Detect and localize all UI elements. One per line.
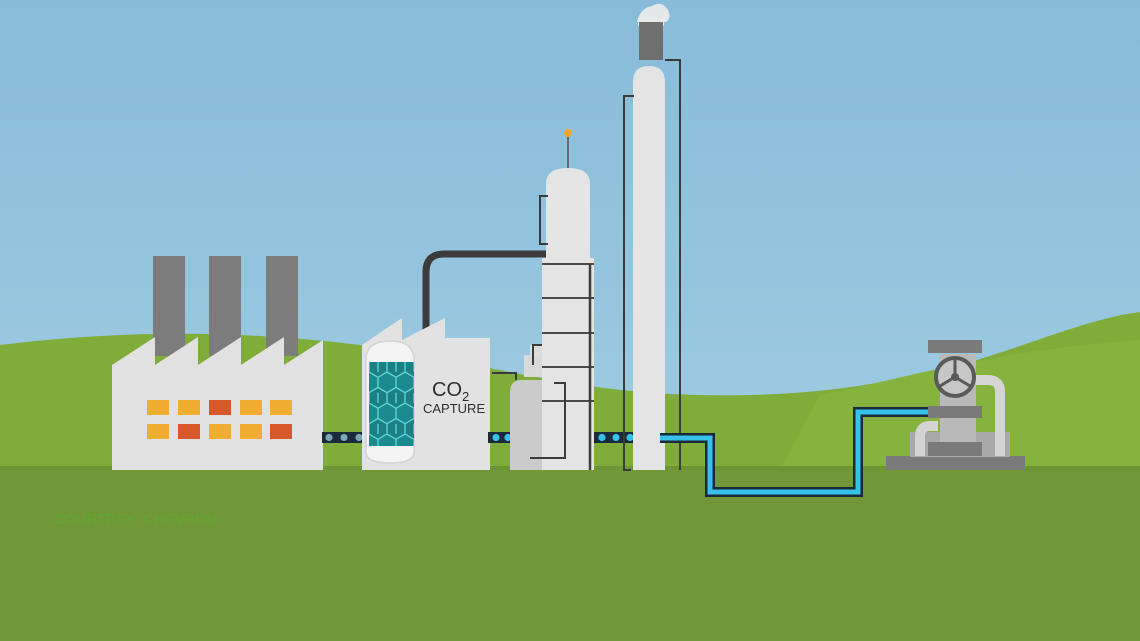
gas-pipe-3 xyxy=(594,432,634,443)
factory-chimney xyxy=(209,256,241,356)
co2-formula: CO2 xyxy=(432,379,469,404)
window xyxy=(209,424,231,439)
factory-chimney xyxy=(153,256,185,356)
wellhead-base-plate xyxy=(886,456,1025,470)
capture-unit: CO2 CAPTURE xyxy=(362,250,546,470)
gas-pipe-2 xyxy=(488,432,512,443)
window xyxy=(178,424,200,439)
ground xyxy=(0,468,1140,641)
exhaust-stack xyxy=(623,3,681,471)
absorber-column xyxy=(530,129,594,470)
capture-label: CAPTURE xyxy=(423,401,485,416)
window xyxy=(270,424,292,439)
separator-tank xyxy=(492,344,548,470)
side-pipe xyxy=(975,375,1005,456)
window xyxy=(270,400,292,415)
window xyxy=(209,400,231,415)
gas-pipe-1 xyxy=(322,432,366,443)
smoke-plume xyxy=(637,3,670,22)
stack-body xyxy=(633,66,665,470)
window xyxy=(178,400,200,415)
overhead-pipe xyxy=(422,250,546,330)
co2-pipeline xyxy=(660,409,935,495)
column-base xyxy=(542,258,594,470)
side-pipe xyxy=(915,421,938,456)
column-bands xyxy=(542,263,594,402)
factory xyxy=(112,256,323,470)
courtesy-credit: COURTESY: CHEVRON xyxy=(54,511,217,527)
wellhead xyxy=(886,340,1025,470)
beacon-light xyxy=(564,129,572,137)
window xyxy=(240,400,262,415)
window xyxy=(147,400,169,415)
window xyxy=(240,424,262,439)
hex-filter xyxy=(369,362,414,446)
factory-windows xyxy=(147,400,292,439)
stack-cap xyxy=(639,22,663,60)
window xyxy=(147,424,169,439)
